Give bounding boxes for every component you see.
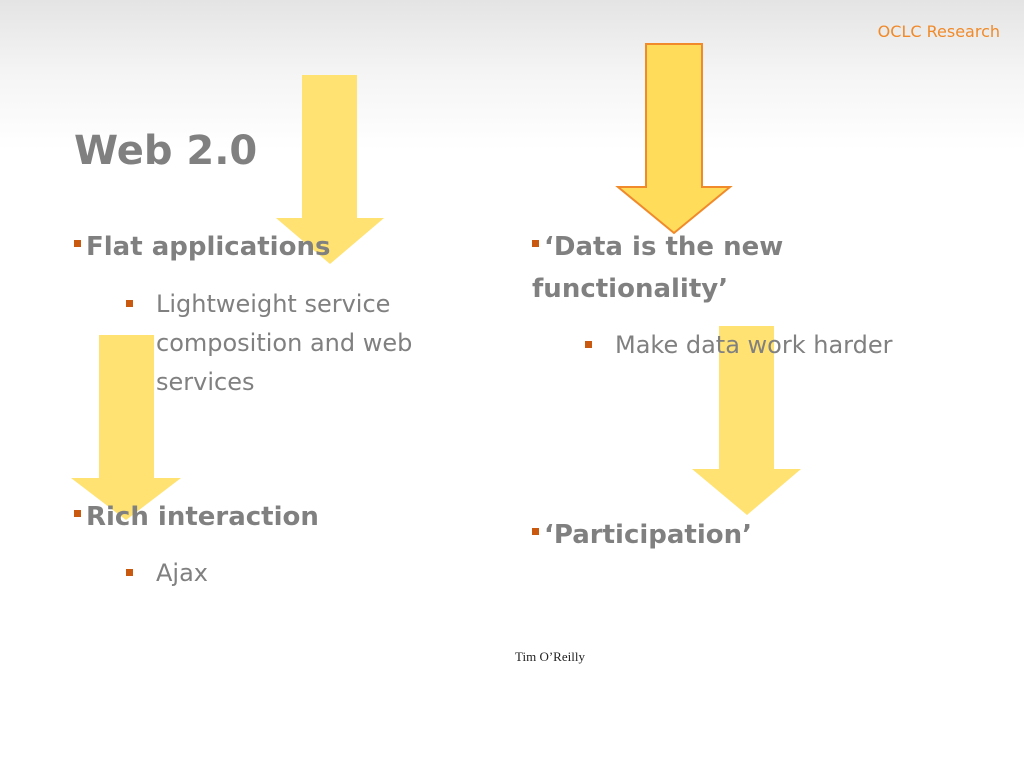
sub-bullet-text: Make data work harder	[615, 331, 893, 359]
down-arrow-icon	[71, 335, 181, 520]
brand-label: OCLC Research	[877, 22, 1000, 41]
bullet-square-icon	[585, 341, 592, 348]
sub-bullet-lightweight: Lightweight service composition and web …	[126, 285, 486, 402]
down-arrow-icon	[692, 326, 801, 515]
bullet-flat-applications: Flat applications	[74, 226, 330, 268]
slide-title: Web 2.0	[74, 128, 258, 174]
sub-bullet-make-data: Make data work harder	[585, 326, 892, 365]
bullet-data-functionality: ‘Data is the new functionality’	[532, 226, 862, 310]
bullet-square-icon	[532, 240, 539, 247]
down-arrow-icon	[276, 75, 384, 264]
sub-bullet-text: Ajax	[156, 559, 208, 587]
down-arrow-icon	[615, 43, 733, 235]
bullet-square-icon	[126, 300, 133, 307]
bullet-heading: ‘Data is the new functionality’	[532, 232, 784, 304]
bullet-square-icon	[126, 569, 133, 576]
credit-text: Tim O’Reilly	[515, 649, 585, 664]
bullet-square-icon	[532, 528, 539, 535]
bullet-heading: Rich interaction	[86, 502, 319, 532]
bullet-rich-interaction: Rich interaction	[74, 496, 319, 538]
bullet-participation: ‘Participation’	[532, 514, 752, 556]
sub-bullet-ajax: Ajax	[126, 554, 208, 593]
bullet-square-icon	[74, 240, 81, 247]
bullet-heading: Flat applications	[86, 232, 331, 262]
bullet-heading: ‘Participation’	[544, 520, 753, 550]
bullet-square-icon	[74, 510, 81, 517]
sub-bullet-text: Lightweight service composition and web …	[156, 290, 413, 396]
